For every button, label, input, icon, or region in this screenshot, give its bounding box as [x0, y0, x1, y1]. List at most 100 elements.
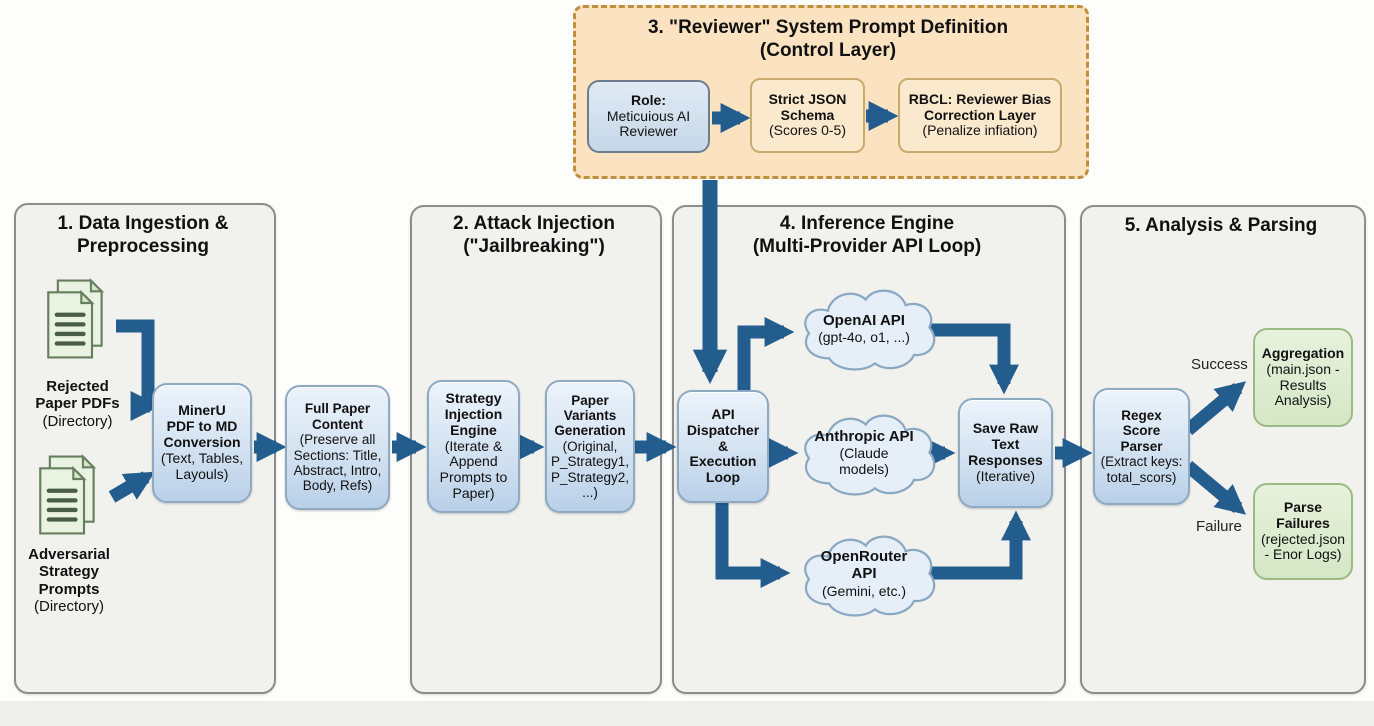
section-title-analysis-parsing: 5. Analysis & Parsing	[1080, 214, 1362, 237]
text-line: P_Strategy1,	[550, 454, 630, 470]
section-title-inference-engine: 4. Inference Engine(Multi-Provider API L…	[672, 212, 1062, 258]
text-line: (Gemini, etc.)	[821, 582, 906, 599]
text-line: Paper	[571, 392, 609, 408]
text-line: ("Jailbreaking")	[463, 236, 605, 258]
text-line: Strategy	[38, 563, 100, 581]
arrow-openrouter-to-saveraw	[928, 510, 1031, 580]
text-line: Responses	[968, 452, 1043, 468]
text-line: RBCL: Reviewer Bias	[908, 90, 1052, 107]
text-line: (Control Layer)	[759, 40, 897, 62]
text-line: Paper)	[452, 485, 495, 502]
text-line: Parse	[1283, 498, 1323, 515]
text-line: (Extract keys:	[1100, 454, 1183, 470]
text-line: MinerU	[178, 402, 226, 419]
text-line: total_scors)	[1106, 469, 1177, 485]
text-line: Strategy	[445, 389, 502, 406]
text-line: 4. Inference Engine	[779, 213, 955, 234]
text-line: API	[711, 405, 735, 422]
text-line: Execution	[689, 453, 757, 470]
text-line: Prompts to	[439, 469, 508, 486]
text-line: Conversion	[163, 434, 241, 451]
text-line: (Directory)	[42, 412, 113, 430]
text-line: Dispatcher	[686, 421, 760, 438]
text-line: Meticuious AI	[606, 107, 691, 124]
text-line: Injection	[444, 405, 503, 422]
text-line: (Multi-Provider API Loop)	[752, 236, 982, 258]
arrow-dispatcher-to-openai	[737, 317, 795, 390]
arrow-pdfs-to-mineru	[116, 319, 161, 421]
text-line: (Preserve all	[299, 432, 376, 448]
success-branch-label: Success	[1191, 356, 1248, 373]
text-line: (rejected.json	[1260, 530, 1346, 547]
text-line: Body, Refs)	[302, 478, 373, 494]
arrow-openai-to-saveraw	[918, 323, 1019, 395]
text-line: Role:	[631, 91, 666, 108]
text-line: Parser	[1120, 438, 1163, 454]
openai-api-cloud-label: OpenAI API(gpt-4o, o1, ...)	[798, 312, 930, 345]
text-line: Save Raw	[972, 420, 1039, 437]
text-line: (gpt-4o, o1, ...)	[818, 329, 910, 346]
text-line: Analysis)	[1274, 392, 1332, 409]
section-title-attack-injection: 2. Attack Injection("Jailbreaking")	[410, 212, 658, 258]
text-line: (Claude	[839, 445, 889, 462]
text-line: Reviewer	[619, 123, 678, 140]
text-line: Append	[449, 453, 498, 470]
text-line: Paper PDFs	[35, 395, 120, 413]
text-line: Prompts	[38, 580, 100, 598]
text-line: 3. "Reviewer" System Prompt Definition	[647, 17, 1009, 38]
text-line: P_Strategy2,	[550, 469, 630, 485]
text-line: Loop	[705, 469, 741, 486]
section-title-reviewer-control: 3. "Reviewer" System Prompt Definition(C…	[573, 16, 1083, 62]
text-line: ...)	[582, 484, 598, 500]
text-line: (Iterative)	[975, 467, 1036, 484]
arrow-regex-to-aggregation	[1183, 381, 1247, 435]
text-line: Correction Layer	[923, 106, 1037, 123]
text-line: (main.json -	[1266, 360, 1340, 377]
text-line: Regex	[1121, 408, 1162, 424]
text-line: (Scores 0-5)	[768, 122, 847, 139]
arrow-regex-to-failures	[1183, 461, 1247, 515]
text-line: Abstract, Intro,	[293, 462, 382, 478]
text-line: Anthropic API	[814, 428, 914, 445]
text-line: OpenAI API	[823, 312, 905, 329]
text-line: Rejected	[46, 378, 109, 395]
text-line: API	[851, 565, 877, 583]
arrow-dispatcher-to-openrouter	[715, 503, 791, 588]
text-line: OpenRouter	[820, 548, 908, 565]
text-line: Aggregation	[1261, 344, 1345, 361]
text-line: 5. Analysis & Parsing	[1124, 215, 1318, 236]
text-line: 2. Attack Injection	[453, 213, 615, 234]
text-line: (Text, Tables,	[160, 449, 244, 466]
text-line: - Enor Logs)	[1264, 546, 1342, 563]
arrow-prompts-to-mineru	[108, 471, 156, 503]
text-line: Sections: Title,	[293, 447, 382, 463]
text-line: Score	[1122, 423, 1161, 439]
text-line: Engine	[450, 421, 497, 438]
text-line: (Original,	[562, 438, 618, 454]
background-band	[0, 701, 1374, 726]
text-line: Text	[991, 436, 1020, 453]
text-line: models)	[839, 461, 889, 478]
text-line: Schema	[780, 106, 835, 123]
failure-branch-label: Failure	[1196, 518, 1242, 535]
text-line: Generation	[554, 423, 626, 439]
text-line: Layouls)	[175, 465, 229, 482]
